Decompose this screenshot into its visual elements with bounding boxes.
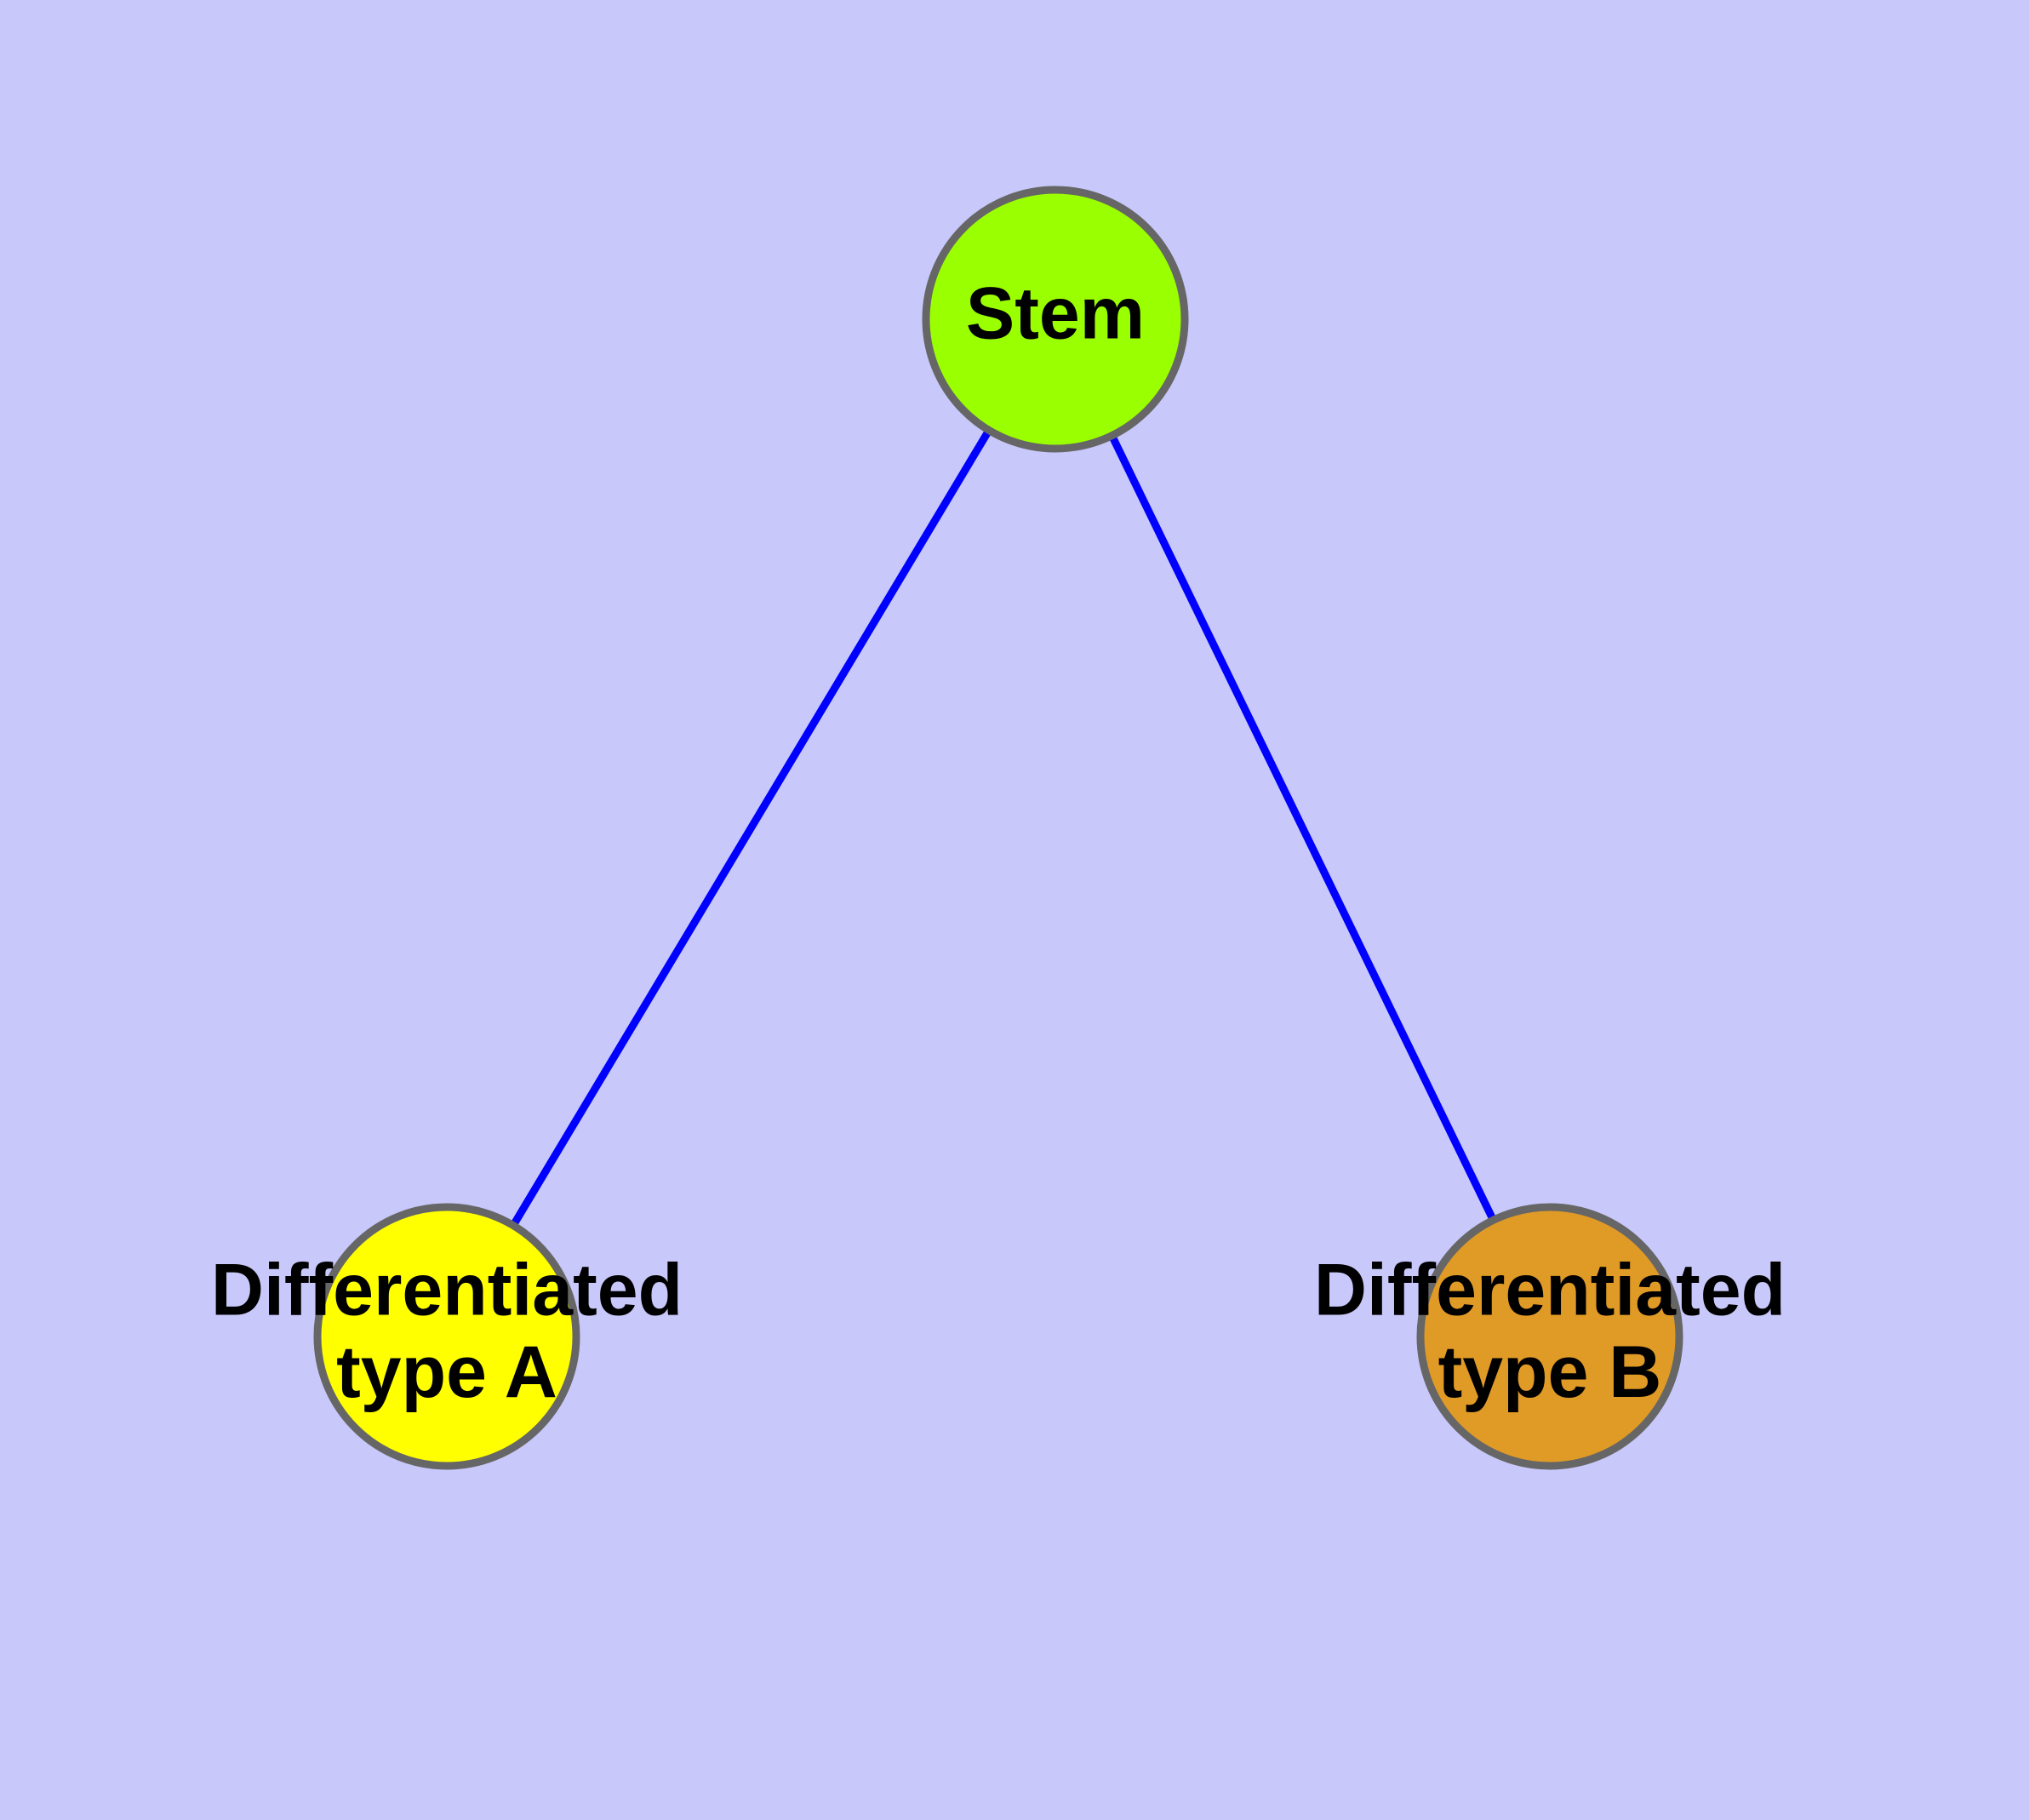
- node-label-diff_b-line-1: type B: [1438, 1331, 1662, 1413]
- edge-stem-diff-b[interactable]: [1108, 433, 1497, 1222]
- node-label-stem: Stem: [966, 273, 1145, 355]
- node-stem[interactable]: [922, 186, 1189, 453]
- nodes-layer: [313, 186, 1683, 1470]
- edge-stem-diff-a[interactable]: [510, 428, 992, 1228]
- node-diff_a[interactable]: [313, 1203, 580, 1470]
- node-label-stem-line-0: Stem: [966, 273, 1145, 355]
- node-label-diff_a-line-1: type A: [336, 1331, 557, 1413]
- node-diff_b[interactable]: [1416, 1203, 1683, 1470]
- edges-layer: [510, 428, 1497, 1228]
- node-label-diff_b-line-0: Differentiated: [1314, 1250, 1786, 1331]
- node-label-diff_a-line-0: Differentiated: [211, 1250, 683, 1331]
